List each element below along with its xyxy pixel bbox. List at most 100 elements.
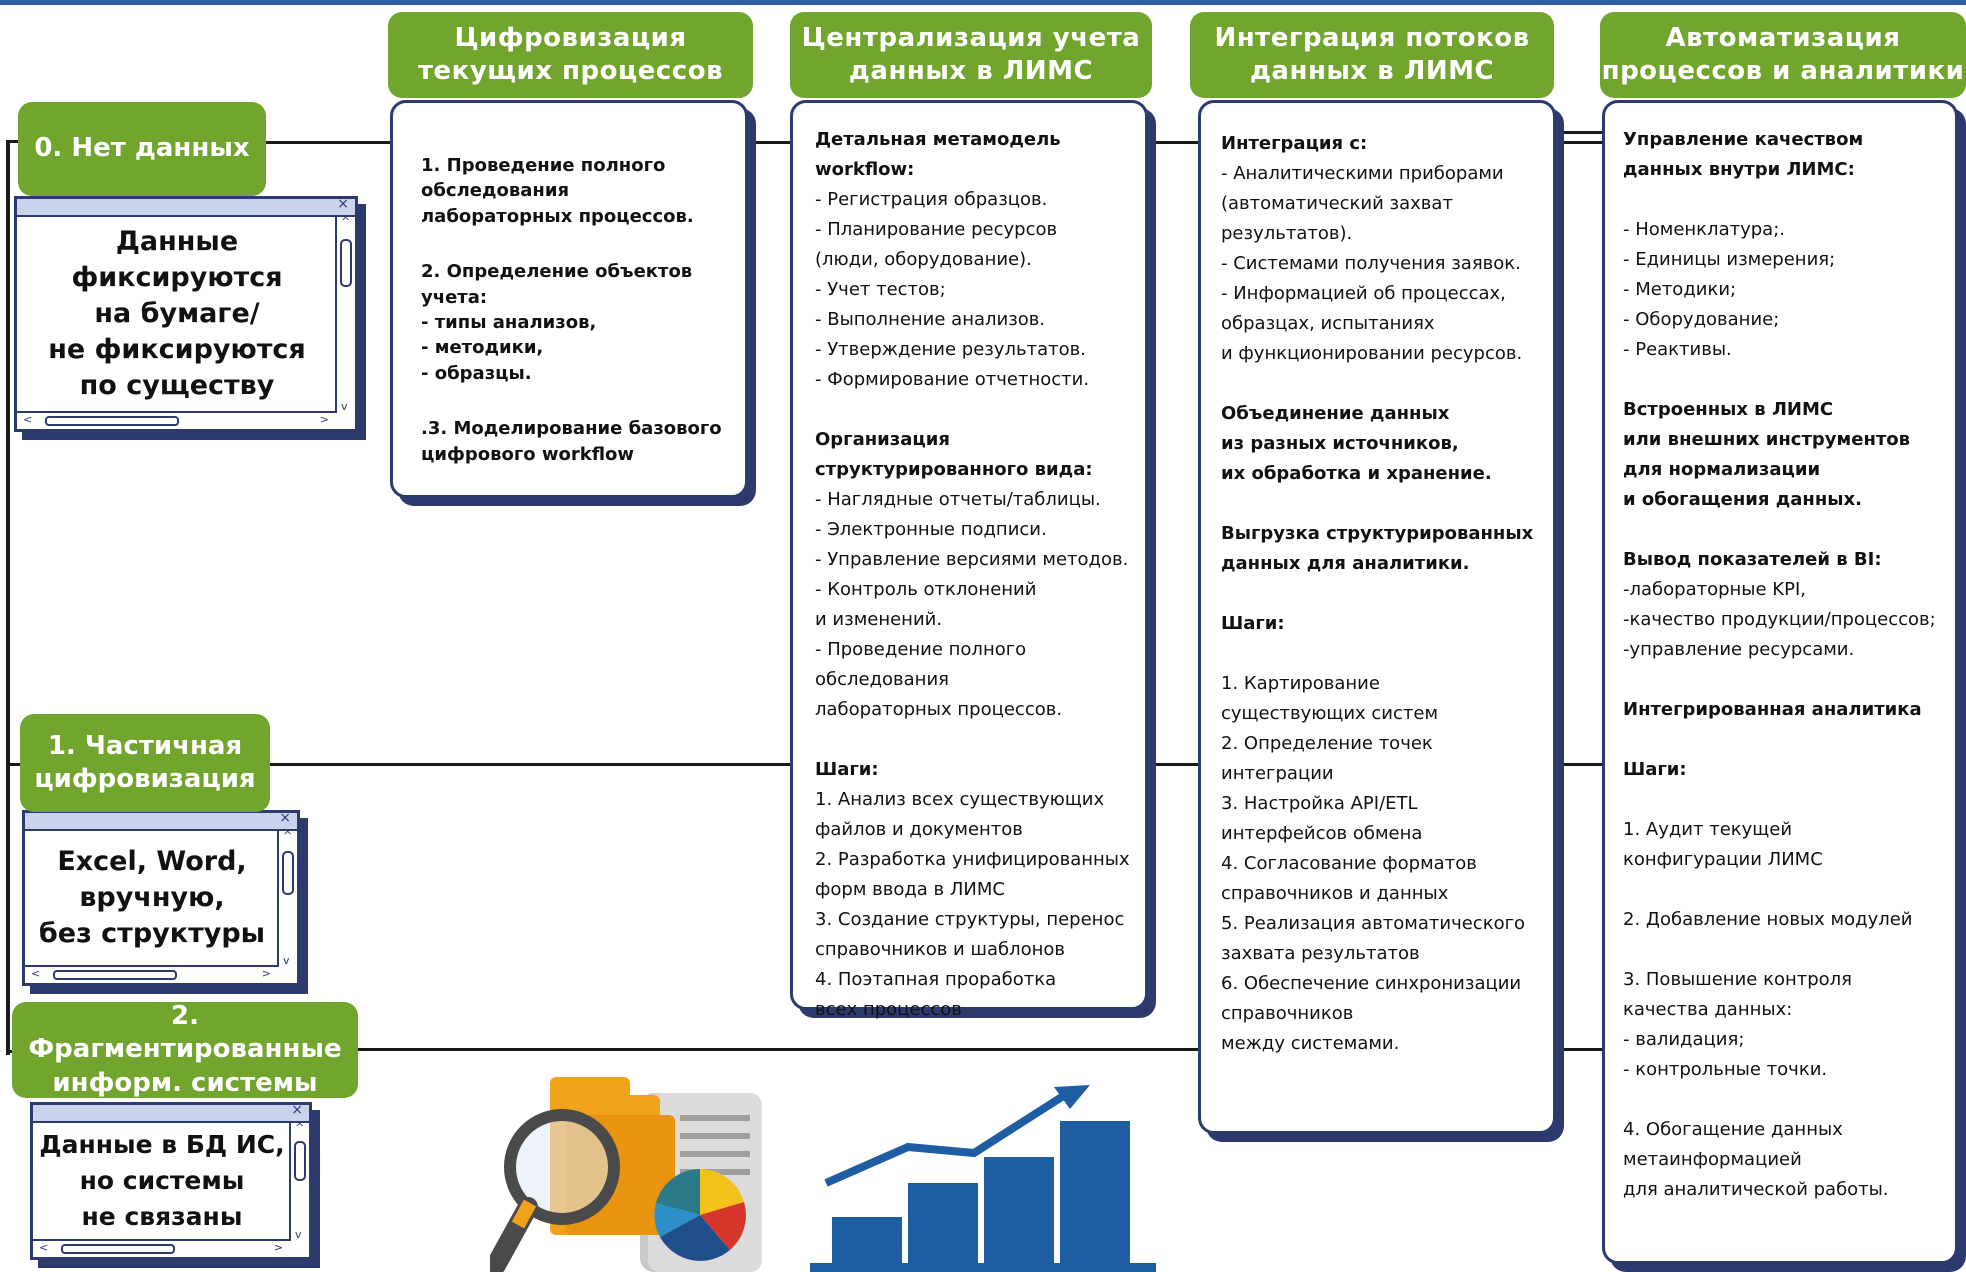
scroll-down-icon[interactable]: v: [283, 954, 290, 967]
scroll-right-icon[interactable]: >: [273, 1241, 283, 1254]
scroll-left-icon[interactable]: <: [39, 1241, 49, 1254]
card-heading: Шаги:: [815, 759, 879, 780]
card-text-centralization: Детальная метамодель workflow: - Регистра…: [815, 125, 1141, 1025]
connector-level2-row: [355, 1048, 1608, 1051]
card-heading: .3. Моделирование базового цифрового wor…: [421, 418, 722, 465]
stage-title-digitization: Цифровизация текущих процессов: [417, 22, 724, 86]
card-heading: Интеграция с:: [1221, 133, 1368, 154]
connector-level0-stub: [6, 140, 28, 143]
close-icon[interactable]: ×: [291, 1102, 303, 1118]
window-titlebar: ×: [33, 1102, 309, 1123]
window-titlebar: ×: [25, 810, 297, 831]
card-paragraph: [1623, 665, 1953, 695]
card-paragraph: - Аналитическими приборами (автоматическ…: [1221, 163, 1523, 364]
connector-level1-stub: [6, 763, 28, 766]
card-heading: Организация структурированного вида:: [815, 429, 1093, 480]
level-1-label: 1. Частичная цифровизация: [20, 714, 270, 812]
card-paragraph: [1221, 369, 1549, 399]
card-heading: 1. Проведение полного обследования лабор…: [421, 155, 694, 227]
window-titlebar: ×: [17, 196, 355, 217]
card-heading: Вывод показателей в BI:: [1623, 549, 1882, 570]
stage-header-automation: Автоматизация процессов и аналитики: [1600, 12, 1966, 98]
scroll-right-icon[interactable]: >: [261, 967, 271, 980]
level-0-text: 0. Нет данных: [34, 133, 250, 164]
card-heading: Выгрузка структурированных данных для ан…: [1221, 523, 1534, 574]
card-heading: Интегрированная аналитика: [1623, 699, 1922, 720]
scrollbar-vertical[interactable]: ^ v: [335, 215, 355, 413]
window-text-level1: Excel, Word, вручную, без структуры: [38, 846, 266, 949]
card-paragraph: [1221, 639, 1549, 669]
stage-title-centralization: Централизация учета данных в ЛИМС: [801, 22, 1141, 86]
card-text-integration: Интеграция с: - Аналитическими приборами …: [1221, 129, 1549, 1059]
card-heading: 2. Определение объектов учета: - типы ан…: [421, 261, 693, 384]
card-paragraph: [815, 725, 1141, 755]
close-icon[interactable]: ×: [279, 810, 291, 826]
scroll-thumb-horizontal[interactable]: [53, 970, 177, 980]
card-heading: Объединение данных из разных источников,…: [1221, 403, 1492, 484]
magnifier-icon: [504, 1109, 620, 1225]
stage-header-centralization: Централизация учета данных в ЛИМС: [790, 12, 1152, 98]
window-level1: × ^ v < > Excel, Word, вручную, без стру…: [22, 810, 300, 986]
scroll-thumb-horizontal[interactable]: [45, 416, 179, 426]
level-2-label: 2. Фрагментированные информ. системы: [12, 1001, 358, 1098]
scroll-thumb-vertical[interactable]: [282, 851, 294, 895]
folder-search-icon: [490, 1077, 762, 1272]
card-paragraph: - Регистрация образцов. - Планирование р…: [815, 189, 1090, 390]
card-paragraph: - Номенклатура;. - Единицы измерения; - …: [1623, 219, 1836, 360]
card-paragraph: [1623, 365, 1953, 395]
card-paragraph: [1221, 579, 1549, 609]
stage-header-integration: Интеграция потоков данных в ЛИМС: [1190, 12, 1554, 98]
card-digitization: 1. Проведение полного обследования лабор…: [390, 100, 748, 498]
scroll-thumb-vertical[interactable]: [340, 239, 352, 287]
stage-title-automation: Автоматизация процессов и аналитики: [1601, 22, 1965, 86]
scrollbar-horizontal[interactable]: < >: [17, 411, 337, 429]
scroll-up-icon[interactable]: ^: [341, 215, 351, 228]
scroll-thumb-horizontal[interactable]: [61, 1244, 175, 1254]
level-0-label: 0. Нет данных: [18, 102, 266, 196]
scrollbar-vertical[interactable]: ^ v: [277, 829, 297, 967]
card-paragraph: [421, 229, 735, 259]
card-paragraph: [1623, 785, 1953, 815]
scroll-right-icon[interactable]: >: [319, 413, 329, 426]
card-integration: Интеграция с: - Аналитическими приборами …: [1198, 100, 1556, 1134]
card-paragraph: [1623, 515, 1953, 545]
level-2-text: 2. Фрагментированные информ. системы: [28, 1001, 342, 1098]
card-automation: Управление качеством данных внутри ЛИМС:…: [1602, 100, 1958, 1264]
card-paragraph: -лабораторные KPI, -качество продукции/п…: [1623, 579, 1936, 660]
card-heading: Встроенных в ЛИМС или внешних инструмент…: [1623, 399, 1911, 510]
card-paragraph: [421, 386, 735, 416]
card-heading: Детальная метамодель workflow:: [815, 129, 1061, 180]
scroll-thumb-vertical[interactable]: [294, 1141, 306, 1181]
card-heading: Шаги:: [1221, 613, 1285, 634]
window-level2: × ^ v < > Данные в БД ИС, но системы не …: [30, 1102, 312, 1260]
close-icon[interactable]: ×: [337, 196, 349, 212]
card-heading: Шаги:: [1623, 759, 1687, 780]
scroll-left-icon[interactable]: <: [23, 413, 33, 426]
scroll-up-icon[interactable]: ^: [295, 1121, 305, 1134]
card-centralization: Детальная метамодель workflow: - Регистра…: [790, 100, 1148, 1020]
pie-icon: [654, 1169, 746, 1261]
window-text-level0: Данные фиксируются на бумаге/ не фиксиру…: [48, 226, 306, 401]
top-accent-bar: [0, 0, 1966, 5]
scroll-down-icon[interactable]: v: [341, 400, 348, 413]
scrollbar-horizontal[interactable]: < >: [33, 1239, 291, 1257]
card-paragraph: [815, 395, 1141, 425]
scrollbar-vertical[interactable]: ^ v: [289, 1121, 309, 1241]
scrollbar-horizontal[interactable]: < >: [25, 965, 279, 983]
card-paragraph: [1221, 489, 1549, 519]
scroll-down-icon[interactable]: v: [295, 1228, 302, 1241]
card-paragraph: - Наглядные отчеты/таблицы. - Электронны…: [815, 489, 1129, 720]
stage-title-integration: Интеграция потоков данных в ЛИМС: [1214, 22, 1530, 86]
card-paragraph: 1. Картирование существующих систем 2. О…: [1221, 673, 1526, 1054]
card-paragraph: 1. Аудит текущей конфигурации ЛИМС 2. До…: [1623, 819, 1913, 1200]
stage-header-digitization: Цифровизация текущих процессов: [388, 12, 753, 98]
card-paragraph: 1. Анализ всех существующих файлов и док…: [815, 789, 1130, 1020]
scroll-up-icon[interactable]: ^: [283, 829, 293, 842]
card-paragraph: [1623, 185, 1953, 215]
card-text-automation: Управление качеством данных внутри ЛИМС:…: [1623, 125, 1953, 1205]
level-1-text: 1. Частичная цифровизация: [34, 730, 256, 794]
connector-vertical-spine: [6, 140, 10, 1055]
card-heading: Управление качеством данных внутри ЛИМС:: [1623, 129, 1864, 180]
growth-chart-icon: [810, 1085, 1156, 1272]
scroll-left-icon[interactable]: <: [31, 967, 41, 980]
